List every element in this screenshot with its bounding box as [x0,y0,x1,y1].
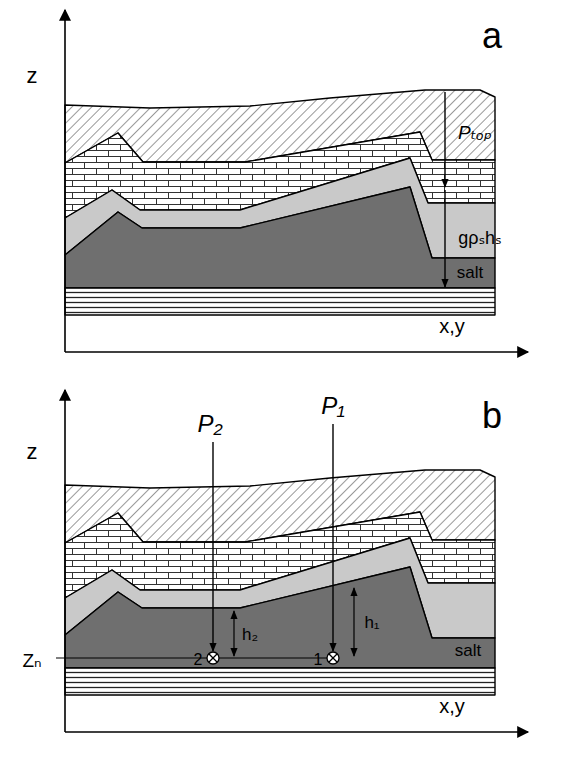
xy-axis [65,351,528,353]
level-label: Zₙ [22,651,41,670]
point-marker [207,652,219,664]
xy-axis [65,731,528,733]
point-marker [327,652,339,664]
axis-label: x,y [439,696,465,716]
point-number: 1 [314,652,323,668]
height-label: h₁ [364,614,379,631]
layer-label: salt [455,642,481,659]
axis-label: x,y [439,316,465,336]
pressure-label: Pₜₒₚ [458,123,492,142]
panel-letter: a [482,18,502,54]
weight-label: gρₛhₛ [458,229,502,247]
height-label: h₂ [242,626,258,643]
pressure-arrow [212,442,213,651]
z-axis [64,390,66,732]
pressure-arrow [332,424,333,651]
axis-label: z [27,65,38,87]
layer-label: salt [457,264,483,281]
salt-weight-arrow [444,190,445,287]
axis-label: z [27,441,38,463]
strata [65,90,495,315]
z-axis [64,10,66,352]
pressure-label: P₂ [197,412,222,436]
strata [65,470,495,695]
point-number: 2 [194,652,203,668]
height-arrow [233,611,234,656]
pressure-label: P₁ [321,394,345,418]
pressure-arrow [444,92,445,187]
height-arrow [353,588,354,656]
panel-letter: b [482,398,502,434]
